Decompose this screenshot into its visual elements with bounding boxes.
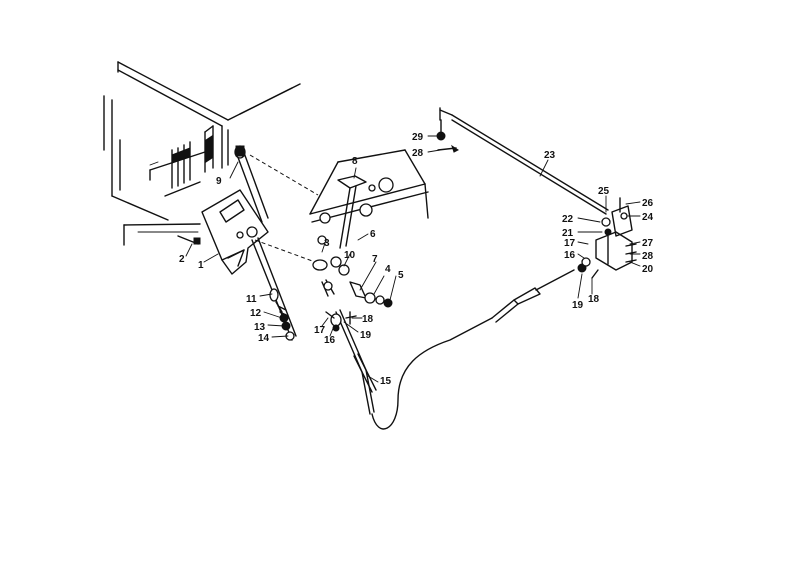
callout-16-left: 16 [324,335,336,346]
callout-16-right: 16 [564,250,576,261]
upper-lever [234,145,269,223]
callout-12: 12 [250,308,262,319]
callout-24: 24 [642,212,654,223]
throttle-cable [325,269,575,430]
callout-6: 6 [370,229,376,240]
callout-13: 13 [254,322,266,333]
callout-4: 4 [385,264,391,275]
callout-19-left: 19 [360,330,372,341]
callout-18-left: 18 [362,314,374,325]
callouts: 1 2 3 4 5 6 7 8 9 10 11 12 13 14 15 16 1… [179,132,654,387]
pivot-bracket [201,189,269,275]
center-panel [309,149,429,249]
lever-linkage [312,256,393,308]
callout-8: 8 [352,156,358,167]
callout-25: 25 [598,186,610,197]
spring-rod [251,237,297,341]
leader-lines [185,135,641,383]
callout-17-right: 17 [564,238,576,249]
callout-21: 21 [562,228,574,239]
callout-22: 22 [562,214,574,225]
callout-28-right: 28 [642,251,654,262]
callout-29: 29 [412,132,424,143]
callout-28-left: 28 [412,148,424,159]
callout-18-right: 18 [588,294,600,305]
callout-19-right: 19 [572,300,584,311]
callout-2: 2 [179,254,185,265]
callout-27: 27 [642,238,654,249]
callout-14: 14 [258,333,270,344]
callout-5: 5 [398,270,404,281]
callout-20: 20 [642,264,654,275]
callout-17-left: 17 [314,325,326,336]
right-bracket [577,197,637,279]
callout-10: 10 [344,250,356,261]
callout-11: 11 [246,294,257,305]
reference-lines [249,154,319,263]
callout-26: 26 [642,198,654,209]
callout-23: 23 [544,150,556,161]
callout-9: 9 [216,176,222,187]
callout-15: 15 [380,376,392,387]
callout-1: 1 [198,260,204,271]
callout-7: 7 [372,254,378,265]
long-rod [436,107,609,215]
pin [177,235,201,245]
dash-housing [103,61,301,246]
callout-3: 3 [324,238,330,249]
